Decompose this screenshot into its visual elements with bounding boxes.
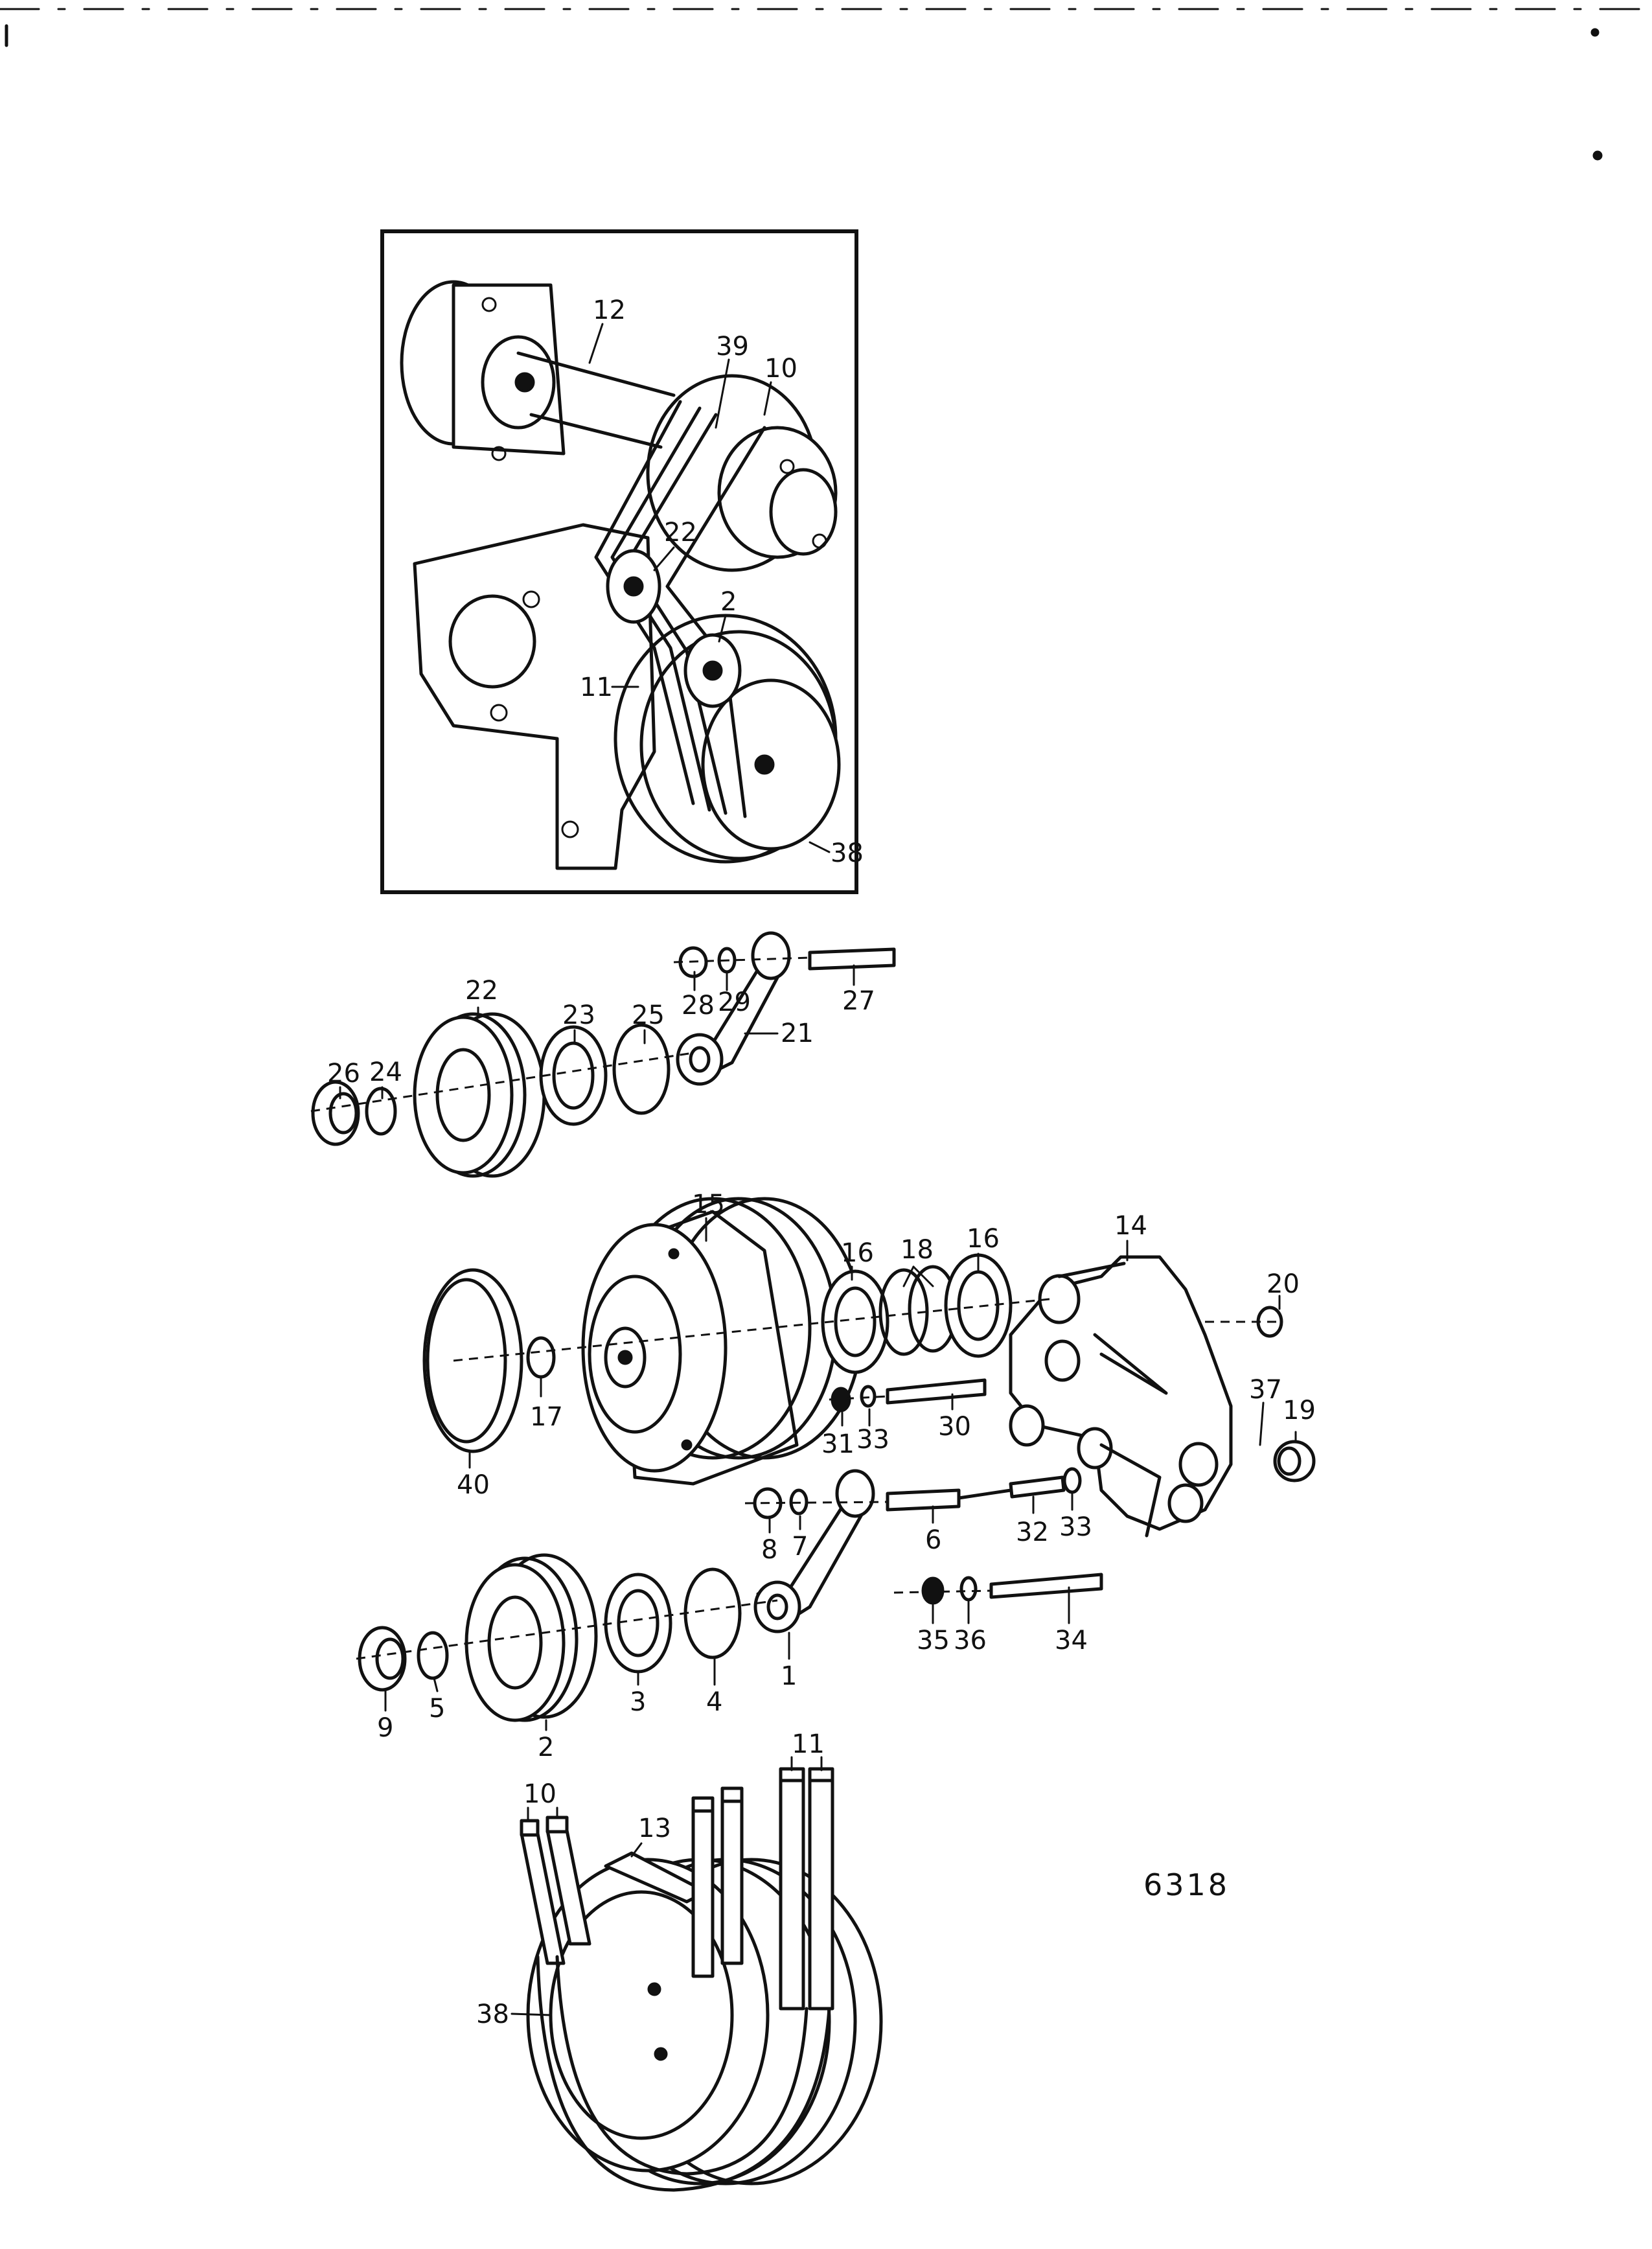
label-5: 5	[429, 1694, 445, 1724]
circlip-17	[526, 1336, 556, 1379]
label-23: 23	[562, 1000, 595, 1030]
label-24: 24	[369, 1057, 402, 1087]
idler-pulleys-illustration	[606, 549, 742, 708]
label-30: 30	[938, 1412, 971, 1442]
label-16-rear: 16	[967, 1224, 1000, 1254]
label-inset-10: 10	[764, 354, 797, 384]
belt-10	[520, 1816, 591, 1965]
label-7: 7	[792, 1532, 808, 1562]
label-6: 6	[925, 1525, 941, 1555]
label-26: 26	[327, 1059, 360, 1089]
label-inset-12: 12	[593, 295, 626, 325]
label-8: 8	[761, 1535, 777, 1565]
label-inset-22: 22	[664, 518, 697, 548]
pulley-15	[581, 1197, 864, 1486]
label-9: 9	[377, 1713, 393, 1743]
label-40: 40	[457, 1470, 490, 1500]
belt-verticals	[691, 1786, 744, 1978]
washer-33-lower	[1062, 1467, 1082, 1494]
assembled-view-inset	[380, 229, 858, 894]
label-belt-10: 10	[523, 1779, 556, 1809]
pulley-2	[465, 1553, 598, 1722]
label-1: 1	[781, 1661, 797, 1691]
ring-25	[612, 1023, 671, 1115]
label-29: 29	[718, 987, 751, 1017]
label-35: 35	[917, 1626, 950, 1655]
label-27: 27	[842, 986, 875, 1016]
label-21: 21	[781, 1019, 814, 1048]
ring-4	[683, 1567, 742, 1659]
label-33-upper: 33	[856, 1425, 889, 1455]
cap-26	[311, 1080, 360, 1146]
label-4: 4	[706, 1687, 722, 1717]
bolt-32	[1009, 1475, 1066, 1499]
label-2: 2	[538, 1733, 554, 1762]
label-32: 32	[1016, 1517, 1049, 1547]
label-inset-39: 39	[716, 332, 749, 362]
label-36: 36	[954, 1626, 987, 1655]
label-inset-38: 38	[831, 838, 864, 868]
washer-33-upper	[860, 1385, 877, 1408]
stud-6	[886, 1488, 961, 1512]
callout-labels: 12 39 10 22 2 11 38 28 29 27 22 23 25 21…	[327, 295, 1316, 2029]
lower-idler-assembly	[356, 1467, 1103, 1722]
washer-36	[959, 1576, 978, 1602]
label-belt-38: 38	[476, 2000, 509, 2029]
belt-11	[779, 1767, 834, 2011]
spacer-18-a	[878, 1268, 929, 1356]
label-20: 20	[1267, 1269, 1300, 1299]
leader-lines	[339, 964, 1297, 2016]
label-22: 22	[465, 976, 498, 1006]
upper-idler-assembly	[310, 931, 896, 1178]
alternator-illustration	[400, 280, 566, 461]
label-28: 28	[682, 991, 715, 1021]
circlip-5	[417, 1631, 449, 1680]
label-belt-11: 11	[792, 1729, 825, 1759]
bearing-3	[604, 1573, 672, 1674]
label-16-front: 16	[841, 1238, 874, 1268]
bearing-16-front	[821, 1269, 889, 1374]
label-19: 19	[1283, 1396, 1316, 1425]
label-25: 25	[632, 1000, 665, 1030]
label-31: 31	[821, 1429, 855, 1459]
middle-assembly	[422, 1197, 1316, 1538]
label-37: 37	[1249, 1375, 1282, 1405]
label-14: 14	[1114, 1211, 1147, 1241]
bearing-23	[539, 1025, 608, 1126]
label-15: 15	[692, 1190, 725, 1219]
label-3: 3	[630, 1687, 646, 1717]
pump-pulley-illustration	[646, 374, 838, 572]
label-inset-2: 2	[720, 587, 737, 617]
arm-21	[676, 931, 791, 1086]
label-18: 18	[901, 1235, 934, 1265]
nut-35	[921, 1576, 945, 1605]
stud-27	[808, 947, 896, 971]
pulley-22	[413, 1012, 546, 1178]
circlip-24	[365, 1087, 397, 1136]
scan-edge-marks	[0, 8, 1652, 161]
label-inset-11: 11	[580, 673, 613, 702]
cover-40	[422, 1268, 523, 1453]
stud-30	[886, 1378, 987, 1405]
figure-reference-number: 6318	[1143, 1867, 1230, 1902]
cap-9	[358, 1626, 407, 1692]
bush-19	[1273, 1440, 1316, 1482]
label-34: 34	[1055, 1626, 1088, 1655]
stud-34	[989, 1573, 1103, 1599]
label-17: 17	[530, 1402, 563, 1432]
label-33-lower: 33	[1059, 1512, 1092, 1542]
belt-set	[520, 1767, 883, 2192]
bracket-14	[1009, 1255, 1233, 1538]
arm-1	[753, 1469, 875, 1633]
label-belt-13: 13	[638, 1814, 671, 1843]
